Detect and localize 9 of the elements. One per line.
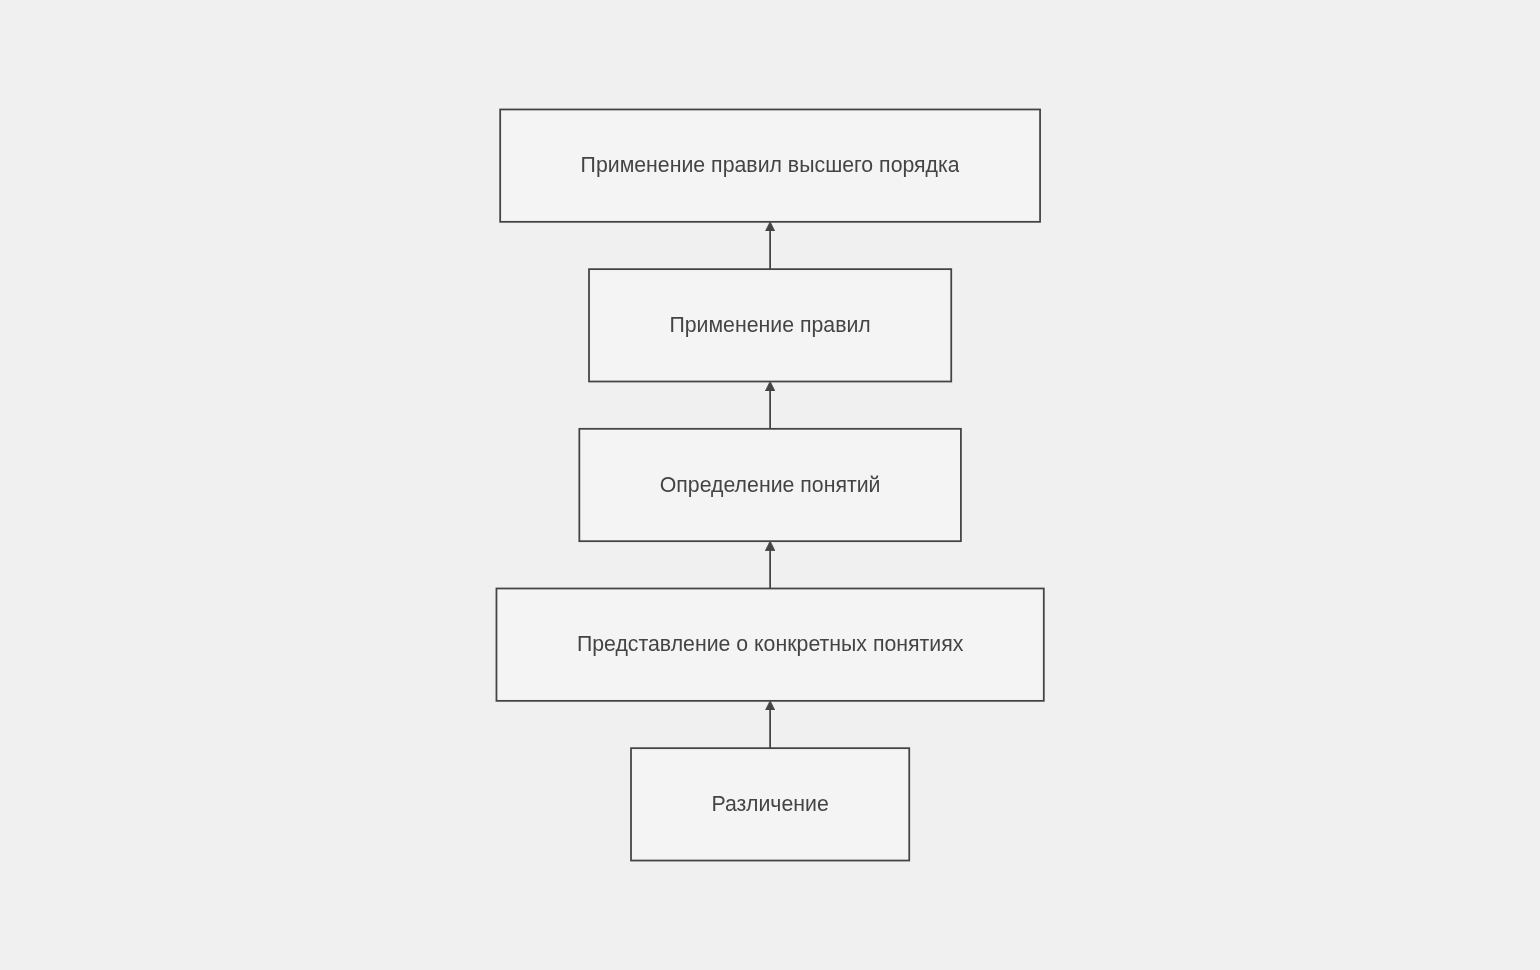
arrow [764,381,776,430]
node-box: Различение [630,747,910,862]
arrow [764,700,776,750]
node-box: Применение правил высшего порядка [499,108,1041,223]
node-box: Применение правил [588,268,952,383]
arrow [764,221,776,271]
node-box: Определение понятий [578,427,962,543]
node-box: Представление о конкретных понятиях [495,587,1045,702]
arrow [764,540,776,590]
